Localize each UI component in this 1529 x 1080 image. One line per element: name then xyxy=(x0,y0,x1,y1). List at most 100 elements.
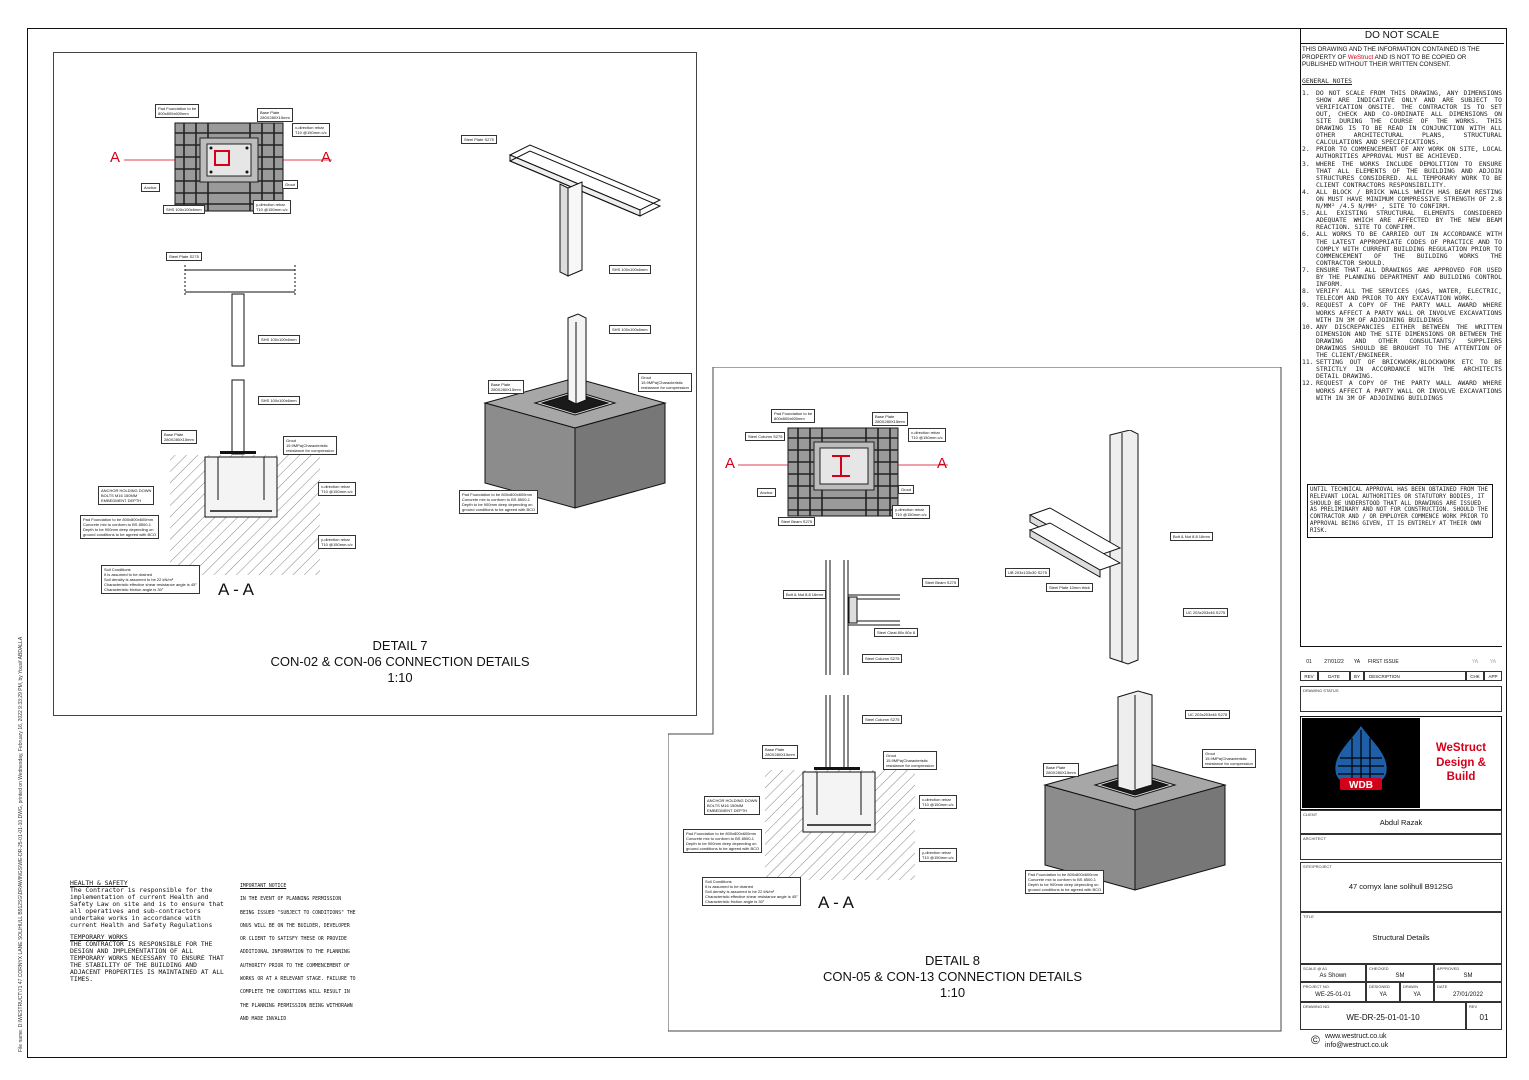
property-notice: THIS DRAWING AND THE INFORMATION CONTAIN… xyxy=(1302,46,1502,69)
health-safety-body: The Contractor is responsible for the im… xyxy=(70,886,224,929)
drawing-no-value: WE-DR-25-01-01-10 xyxy=(1346,1013,1420,1022)
wdb-logo-icon: WDB xyxy=(1335,726,1387,791)
approved-cell: APPROVED SM xyxy=(1434,964,1502,982)
detail-7-scale: 1:10 xyxy=(387,670,413,685)
date-label: DATE xyxy=(1437,984,1448,989)
important-notice-body: IN THE EVENT OF PLANNING PERMISSION BEIN… xyxy=(240,897,356,1022)
label-pad-foundation: Pad Foundation to be 800x800x600mm xyxy=(155,104,200,118)
drawn-value: YA xyxy=(1413,992,1421,998)
label-base-plate-section: Base Plate 280X280X15mm xyxy=(161,430,197,444)
label-pad-foundation-8: Pad Foundation to be 800x800x600mm xyxy=(771,409,816,423)
label-steel-column-8: Steel Column S275 xyxy=(745,432,786,441)
label-grout-iso: Grout 15.9MPa(Characteristic resistance … xyxy=(638,373,692,392)
general-note-number: 6. xyxy=(1302,230,1310,239)
technical-approval-box: UNTIL TECHNICAL APPROVAL HAS BEEN OBTAIN… xyxy=(1307,484,1493,538)
email-link[interactable]: info@westruct.co.uk xyxy=(1325,1042,1389,1049)
label-anchor-8: Anchor xyxy=(757,488,776,497)
detail-7-section-label: A - A xyxy=(218,580,254,599)
project-no-label: PROJECT NO. xyxy=(1303,984,1330,989)
label-base-plate-iso-8: Base Plate 280X280X15mm xyxy=(1043,763,1079,777)
label-shs-iso-b: SHS 100x100x6mm xyxy=(609,325,651,334)
detail-8-frame xyxy=(668,367,1282,1032)
notes-divider xyxy=(1300,28,1301,646)
detail-7-plan-view: A A xyxy=(110,122,332,212)
detail-8-elevation xyxy=(814,560,900,770)
drawing-status-cell: DRAWING STATUS xyxy=(1300,686,1502,712)
label-pad-foundation-section: Pad Foundation to be 800x800x600mm Concr… xyxy=(80,515,160,539)
detail-8-section-label: A - A xyxy=(818,893,854,912)
detail-8-iso-beam-column xyxy=(1028,430,1139,665)
project-no-cell: PROJECT NO. WE-25-01-01 xyxy=(1300,982,1366,1002)
label-pad-foundation-iso-8: Pad Foundation to be 800x800x600mm Concr… xyxy=(1025,870,1105,894)
label-steel-plate-iso: Steel Plate S275 xyxy=(461,135,497,144)
label-grout-section: Grout 15.9MPa(Characteristic resistance … xyxy=(283,436,337,455)
logo-text: WDB xyxy=(1349,780,1373,791)
label-y-rebar-8: y-direction rebar T10 @150mm c/c xyxy=(892,505,930,519)
general-note-number: 11. xyxy=(1302,358,1314,367)
checked-label: CHECKED xyxy=(1369,966,1389,971)
logo-panel: WDB xyxy=(1302,718,1420,808)
date-value: 27/01/2022 xyxy=(1452,992,1484,998)
checked-cell: CHECKED SM xyxy=(1366,964,1434,982)
rev-label: REV xyxy=(1469,1004,1478,1009)
label-y-rebar-section-8: y-direction rebar T10 @150mm c/c xyxy=(919,848,957,862)
title-label: TITLE xyxy=(1303,914,1314,919)
do-not-scale: DO NOT SCALE xyxy=(1364,30,1440,41)
health-safety-block: HEALTH & SAFETY The Contractor is respon… xyxy=(70,880,230,983)
rev-app: YA xyxy=(1489,659,1497,665)
important-notice-block: IMPORTANT NOTICE IN THE EVENT OF PLANNIN… xyxy=(240,880,358,1026)
general-note-text: VERIFY ALL THE SERVICES (GAS, WATER, ELE… xyxy=(1316,287,1502,303)
label-steel-plate-iso-8: Steel Plate 10mm thick xyxy=(1046,583,1093,592)
contact-block: www.westruct.co.uk info@westruct.co.uk xyxy=(1325,1032,1388,1050)
client-value: Abdul Razak xyxy=(1379,818,1423,827)
architect-cell: ARCHITECT xyxy=(1300,834,1502,860)
label-shs-elev-a: SHS 100x100x6mm xyxy=(258,335,300,344)
label-soil-conditions-8: Soil Conditions It is assumed to be drai… xyxy=(702,877,801,906)
label-anchor-bolts-8: ANCHOR HOLDING DOWN BOLTS M16 150MM EMBE… xyxy=(704,796,761,815)
property-brand: WeStruct xyxy=(1347,53,1374,61)
label-uc-iso-8: UC 203x203x46 S275 xyxy=(1183,608,1229,617)
scale-label: SCALE @ A1 xyxy=(1303,966,1328,971)
rev-description: FIRST ISSUE xyxy=(1368,659,1399,665)
general-note-number: 3. xyxy=(1302,159,1310,168)
detail-8-section xyxy=(765,770,915,880)
rev-value: 01 xyxy=(1479,1013,1489,1022)
general-note-text: ANY DISCREPANCIES EITHER BETWEEN THE WRI… xyxy=(1316,322,1502,360)
approved-value: SM xyxy=(1463,973,1473,979)
site-value: 47 cornyx lane solihull B912SG xyxy=(1348,882,1454,891)
label-bolt-nut-8: Bolt & Nut 8.8 16mm xyxy=(783,590,826,599)
site-label: SITE/PROJECT xyxy=(1303,864,1332,869)
detail-8-iso-foundation xyxy=(1043,690,1227,891)
drawing-no-label: DRAWING NO. xyxy=(1303,1004,1331,1009)
company-logo-cell: WDB WeStruct Design & Build xyxy=(1300,716,1502,810)
label-grout-section-8: Grout 15.9MPa(Characteristic resistance … xyxy=(883,751,937,770)
general-note-number: 2. xyxy=(1302,145,1310,154)
label-x-rebar: x-direction rebar T10 @150mm c/c xyxy=(292,123,330,137)
label-y-rebar: y-direction rebar T10 @150mm c/c xyxy=(253,200,291,214)
section-mark-left: A xyxy=(110,149,120,166)
checked-value: SM xyxy=(1395,973,1405,979)
detail-7-iso-t-beam xyxy=(508,144,662,277)
label-y-rebar-section: y-direction rebar T10 @150mm c/c xyxy=(318,535,356,549)
label-steel-beam-8b: Steel Beam S275 xyxy=(922,578,960,587)
file-path-note: File name: D:\WESTRUCT\71 47 CORNYX LANE… xyxy=(18,636,24,1052)
general-note-text: ENSURE THAT ALL DRAWINGS ARE APPROVED FO… xyxy=(1316,265,1502,289)
label-x-rebar-section-8: x-direction rebar T10 @150mm c/c xyxy=(919,795,957,809)
general-note-item: 5.ALL EXISTING STRUCTURAL ELEMENTS CONSI… xyxy=(1302,210,1502,231)
sheet-border xyxy=(27,28,1507,1058)
project-no-value: WE-25-01-01 xyxy=(1315,992,1351,998)
detail-8-name: DETAIL 8 xyxy=(925,953,980,968)
general-note-item: 8.VERIFY ALL THE SERVICES (GAS, WATER, E… xyxy=(1302,288,1502,302)
label-steel-beam-8: Steel Beam S275 xyxy=(778,517,816,526)
label-steel-plate-elev: Steel Plate S275 xyxy=(166,252,202,261)
general-note-text: ALL BLOCK / BRICK WALLS WHICH HAS BEAM R… xyxy=(1316,187,1502,211)
general-notes-list: 1.DO NOT SCALE FROM THIS DRAWING, ANY DI… xyxy=(1302,88,1502,402)
drawing-status-label: DRAWING STATUS xyxy=(1303,688,1339,693)
rev-by: YA xyxy=(1353,659,1361,665)
website-link[interactable]: www.westruct.co.uk xyxy=(1325,1033,1387,1040)
general-note-number: 1. xyxy=(1302,88,1310,97)
general-note-item: 1.DO NOT SCALE FROM THIS DRAWING, ANY DI… xyxy=(1302,88,1502,147)
copyright-icon: © xyxy=(1311,1033,1320,1047)
label-base-plate-8: Base Plate 280X280X15mm xyxy=(872,412,908,426)
rev-header-description: DESCRIPTION xyxy=(1369,674,1400,679)
